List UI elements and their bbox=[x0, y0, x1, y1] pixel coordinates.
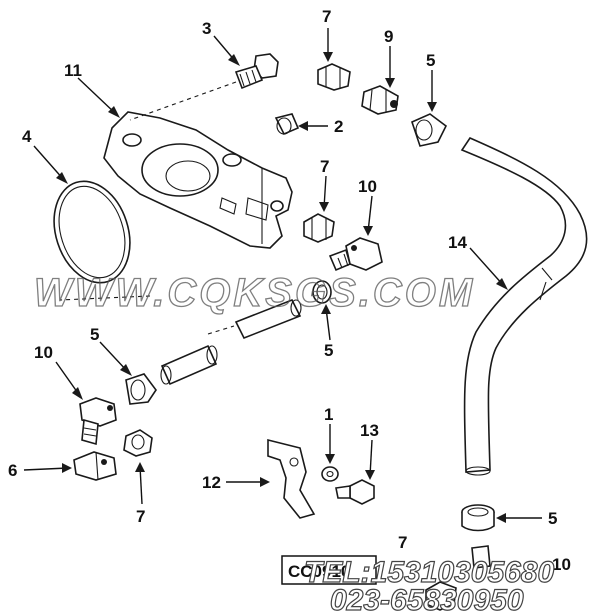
bracket-12 bbox=[267, 438, 316, 519]
callout-13: 13 bbox=[360, 421, 379, 440]
sleeve-5-top bbox=[411, 113, 448, 147]
fitting-bottom-right bbox=[471, 545, 491, 569]
callout-5-left: 5 bbox=[90, 325, 99, 344]
callout-7-mid: 7 bbox=[320, 157, 329, 176]
figure-code: CC0910 bbox=[281, 555, 377, 585]
washer-1 bbox=[321, 466, 339, 482]
elbow-6 bbox=[73, 451, 117, 481]
fitting-7-left bbox=[123, 429, 153, 457]
callout-5-mid: 5 bbox=[324, 341, 333, 360]
plug-2 bbox=[274, 113, 300, 136]
callout-1: 1 bbox=[324, 405, 333, 424]
bolt-13 bbox=[335, 479, 375, 505]
callout-9: 9 bbox=[384, 27, 393, 46]
elbow-10-right bbox=[328, 237, 383, 272]
callout-2: 2 bbox=[334, 117, 343, 136]
callout-10-left: 10 bbox=[34, 343, 53, 362]
callout-7-top: 7 bbox=[322, 7, 331, 26]
callout-5-bottom: 5 bbox=[548, 509, 557, 528]
watermark-url: WWW.CQKSGS.COM bbox=[34, 271, 475, 315]
figure-code-text: CC0910 bbox=[288, 562, 350, 581]
callout-12: 12 bbox=[202, 473, 221, 492]
callout-labels: 3 11 4 2 7 9 5 7 10 5 14 5 10 6 7 12 1 1… bbox=[8, 7, 571, 574]
connector-9 bbox=[361, 85, 399, 115]
sleeve-5-left bbox=[125, 373, 157, 405]
callout-4: 4 bbox=[22, 127, 32, 146]
o-ring-gasket bbox=[53, 180, 131, 284]
callout-14: 14 bbox=[448, 233, 467, 252]
fitting-7-bottom bbox=[425, 581, 457, 611]
callout-10-right: 10 bbox=[358, 177, 377, 196]
bent-tube-14 bbox=[460, 136, 588, 476]
hose-segment-lower bbox=[160, 344, 218, 386]
center-line bbox=[59, 295, 151, 301]
callout-7-left: 7 bbox=[136, 507, 145, 526]
callout-5-top: 5 bbox=[426, 51, 435, 70]
adapter-housing bbox=[103, 111, 293, 249]
hose-segment-upper bbox=[207, 298, 302, 340]
callout-3: 3 bbox=[202, 19, 211, 38]
callout-6: 6 bbox=[8, 461, 17, 480]
callout-10-bottom: 10 bbox=[552, 555, 571, 574]
fitting-7-top bbox=[317, 63, 351, 91]
bolt-3 bbox=[129, 53, 279, 121]
watermark-phone-2: 023-65830950 bbox=[330, 584, 524, 615]
elbow-10-left bbox=[79, 397, 117, 446]
callout-11: 11 bbox=[64, 61, 82, 80]
leader-lines bbox=[23, 28, 542, 523]
ring-5-mid bbox=[312, 280, 332, 304]
clamp-ring-5-bottom bbox=[461, 504, 495, 532]
fitting-7-mid bbox=[303, 213, 335, 243]
callout-7-bottom: 7 bbox=[398, 533, 407, 552]
watermark-phone-1: TEL:15310305680 bbox=[304, 556, 554, 589]
